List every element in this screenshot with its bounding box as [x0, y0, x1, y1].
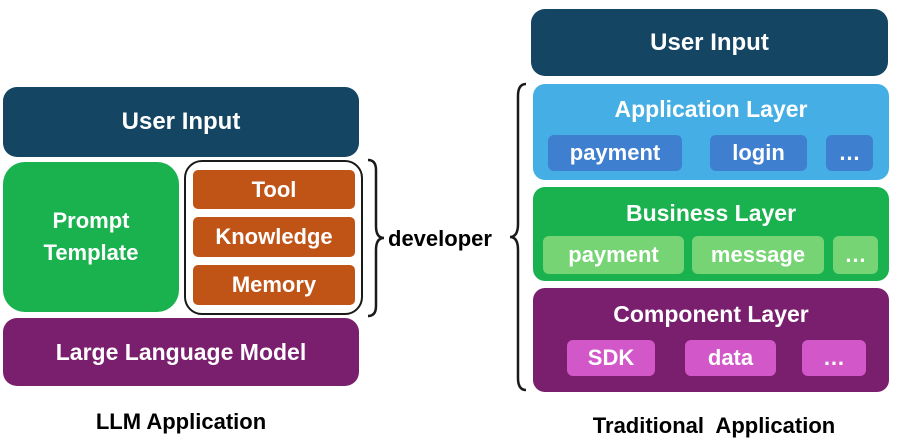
component-chip-more: … [802, 340, 866, 376]
knowledge-label: Knowledge [215, 224, 333, 249]
business-chip-message: message [692, 236, 824, 274]
traditional-application-caption: Traditional Application [592, 413, 836, 438]
business-chip-more: … [833, 236, 878, 274]
component-chip-data: data [685, 340, 776, 376]
component-chip-sdk-label: SDK [587, 345, 635, 370]
business-layer-title: Business Layer [625, 200, 797, 226]
llm-user-input-box: User Input [3, 87, 359, 157]
llm-application-caption: LLM Application [95, 409, 267, 434]
component-layer-title: Component Layer [613, 301, 809, 327]
application-layer-title: Application Layer [614, 96, 808, 122]
traditional-user-input-box: User Input [531, 9, 888, 76]
application-chip-more: … [826, 135, 873, 171]
application-chip-payment-label: payment [569, 140, 661, 165]
business-chip-payment: payment [543, 236, 684, 274]
application-chip-login-label: login [732, 140, 785, 165]
component-chip-sdk: SDK [567, 340, 655, 376]
application-chip-payment: payment [548, 135, 682, 171]
component-chip-more-label: … [823, 345, 845, 370]
memory-box: Memory [193, 265, 355, 305]
component-layer: Component Layer SDK data … [533, 288, 889, 392]
component-chip-data-label: data [707, 345, 754, 370]
prompt-template-box: Prompt Template [3, 162, 179, 312]
business-chip-more-label: … [844, 242, 867, 267]
large-language-model-label: Large Language Model [55, 338, 307, 365]
large-language-model-box: Large Language Model [3, 318, 359, 386]
memory-label: Memory [231, 272, 317, 297]
application-chip-login: login [710, 135, 807, 171]
traditional-layers-brace [509, 82, 527, 392]
tool-box: Tool [193, 170, 355, 209]
traditional-user-input-label: User Input [650, 28, 769, 56]
business-chip-payment-label: payment [568, 242, 659, 267]
developer-label: developer [388, 226, 492, 251]
business-chip-message-label: message [710, 242, 806, 267]
llm-user-input-label: User Input [121, 108, 241, 135]
tool-label: Tool [251, 176, 297, 202]
knowledge-box: Knowledge [193, 217, 355, 257]
application-chip-more-label: … [838, 140, 861, 165]
prompt-template-label: Prompt Template [43, 208, 139, 265]
application-layer: Application Layer payment login … [533, 84, 889, 180]
llm-components-brace [367, 158, 385, 318]
business-layer: Business Layer payment message … [533, 187, 889, 281]
